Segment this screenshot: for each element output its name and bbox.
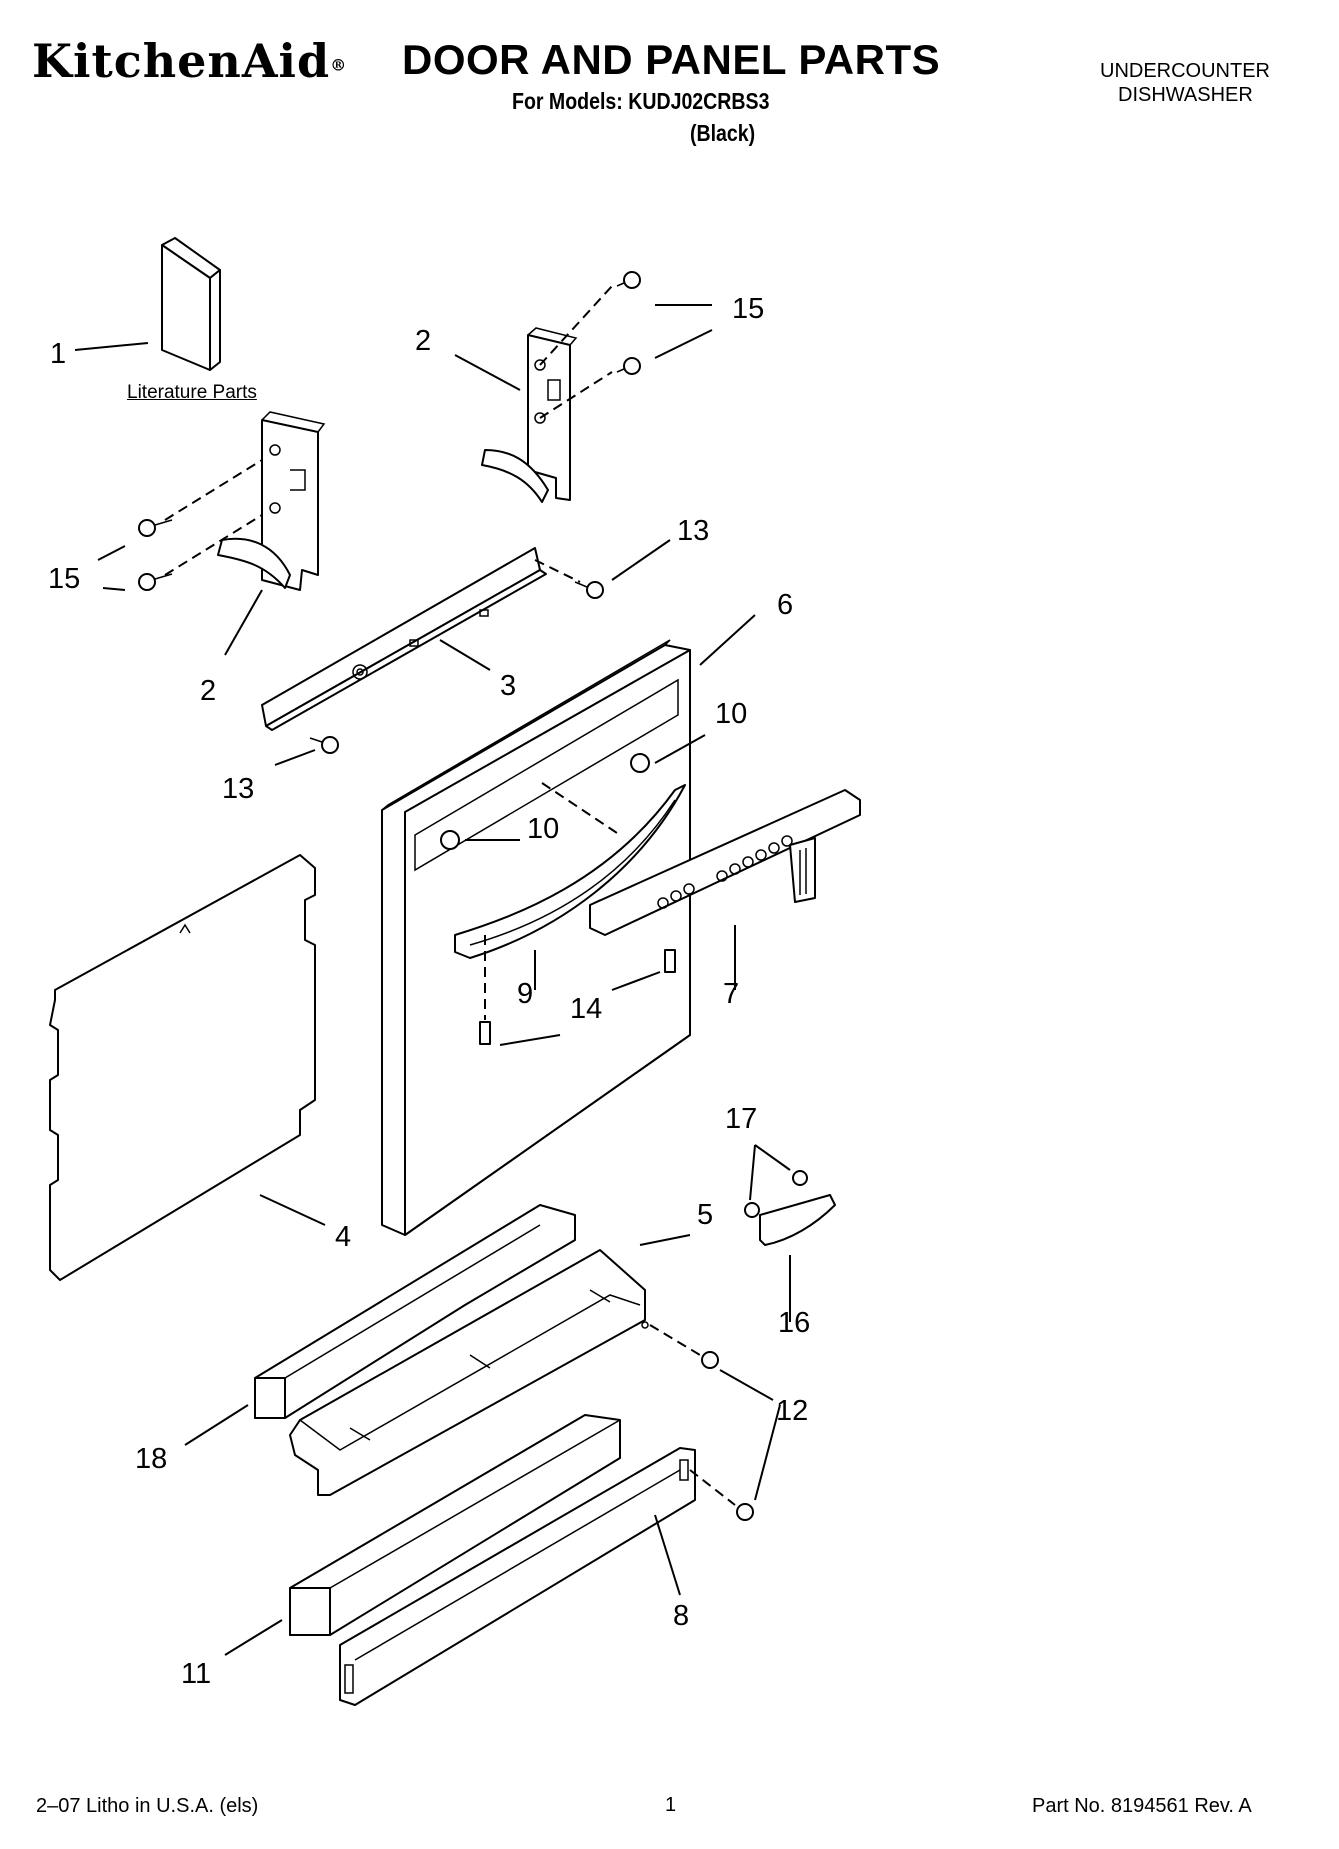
callout-13-left: 13 — [222, 773, 254, 805]
brand-registered-mark: ® — [330, 55, 348, 75]
nut-17-lower — [744, 1202, 760, 1218]
page-title: DOOR AND PANEL PARTS — [402, 36, 941, 83]
appliance-type-line2: DISHWASHER — [1118, 84, 1253, 106]
lower-door-channel — [289, 1249, 649, 1496]
callout-6: 6 — [777, 589, 793, 621]
callout-15-right: 15 — [732, 293, 764, 325]
footer-litho: 2–07 Litho in U.S.A. (els) — [36, 1795, 259, 1817]
callout-17: 17 — [725, 1103, 757, 1135]
screw-15-upper-right — [616, 271, 641, 289]
screw-13-left — [309, 736, 339, 754]
callout-10-right: 10 — [715, 698, 747, 730]
screw-15-upper-left — [138, 519, 173, 537]
inner-door-panel — [49, 854, 316, 1281]
callout-2-right: 2 — [415, 325, 431, 357]
literature-booklet — [161, 237, 221, 371]
screw-10-left — [440, 830, 460, 850]
door-top-channel — [261, 547, 547, 731]
screw-12-upper — [701, 1351, 719, 1369]
insulation-strip-upper — [254, 1204, 576, 1419]
callout-7: 7 — [723, 978, 739, 1010]
callout-8: 8 — [673, 1600, 689, 1632]
screw-12-lower — [736, 1503, 754, 1521]
literature-parts-label: Literature Parts — [127, 382, 257, 403]
callout-10-left: 10 — [527, 813, 559, 845]
model-number: For Models: KUDJ02CRBS3 — [512, 88, 770, 114]
callout-11: 11 — [181, 1658, 211, 1690]
insulation-strip-lower — [289, 1414, 621, 1636]
model-color: (Black) — [690, 120, 756, 146]
part-number: Part No. 8194561 Rev. A — [1032, 1795, 1252, 1817]
control-panel-overlay — [589, 789, 861, 936]
nut-17-upper — [792, 1170, 808, 1186]
leader-lines — [74, 304, 791, 1656]
screw-15-lower-right — [616, 357, 641, 375]
appliance-type-line1: UNDERCOUNTER — [1100, 60, 1270, 82]
callout-15-left: 15 — [48, 563, 80, 595]
callout-14: 14 — [570, 993, 602, 1025]
trim-piece — [759, 1194, 836, 1246]
callout-3: 3 — [500, 670, 516, 702]
brand-name: KitchenAid — [32, 34, 331, 88]
spacer-14-left — [479, 1021, 491, 1045]
toe-kick-panel — [339, 1447, 696, 1706]
spacer-14-right — [664, 949, 676, 973]
assembly-lines — [164, 285, 736, 1506]
callout-18: 18 — [135, 1443, 167, 1475]
door-handle — [454, 784, 686, 959]
callout-13-right: 13 — [677, 515, 709, 547]
callout-12: 12 — [776, 1395, 808, 1427]
screw-13-right — [574, 581, 604, 599]
callout-2-left: 2 — [200, 675, 216, 707]
callout-16: 16 — [778, 1307, 810, 1339]
callout-4: 4 — [335, 1221, 351, 1253]
screw-10-right — [630, 753, 650, 773]
callout-5: 5 — [697, 1199, 713, 1231]
door-hinge-bracket-right — [481, 327, 578, 503]
callout-9: 9 — [517, 978, 533, 1010]
screw-15-lower-left — [138, 573, 173, 591]
callout-1: 1 — [50, 338, 66, 370]
page-number: 1 — [665, 1794, 677, 1816]
outer-door-panel — [381, 639, 691, 1236]
door-hinge-bracket-left — [217, 411, 326, 591]
brand-logo: KitchenAid® — [32, 34, 347, 88]
